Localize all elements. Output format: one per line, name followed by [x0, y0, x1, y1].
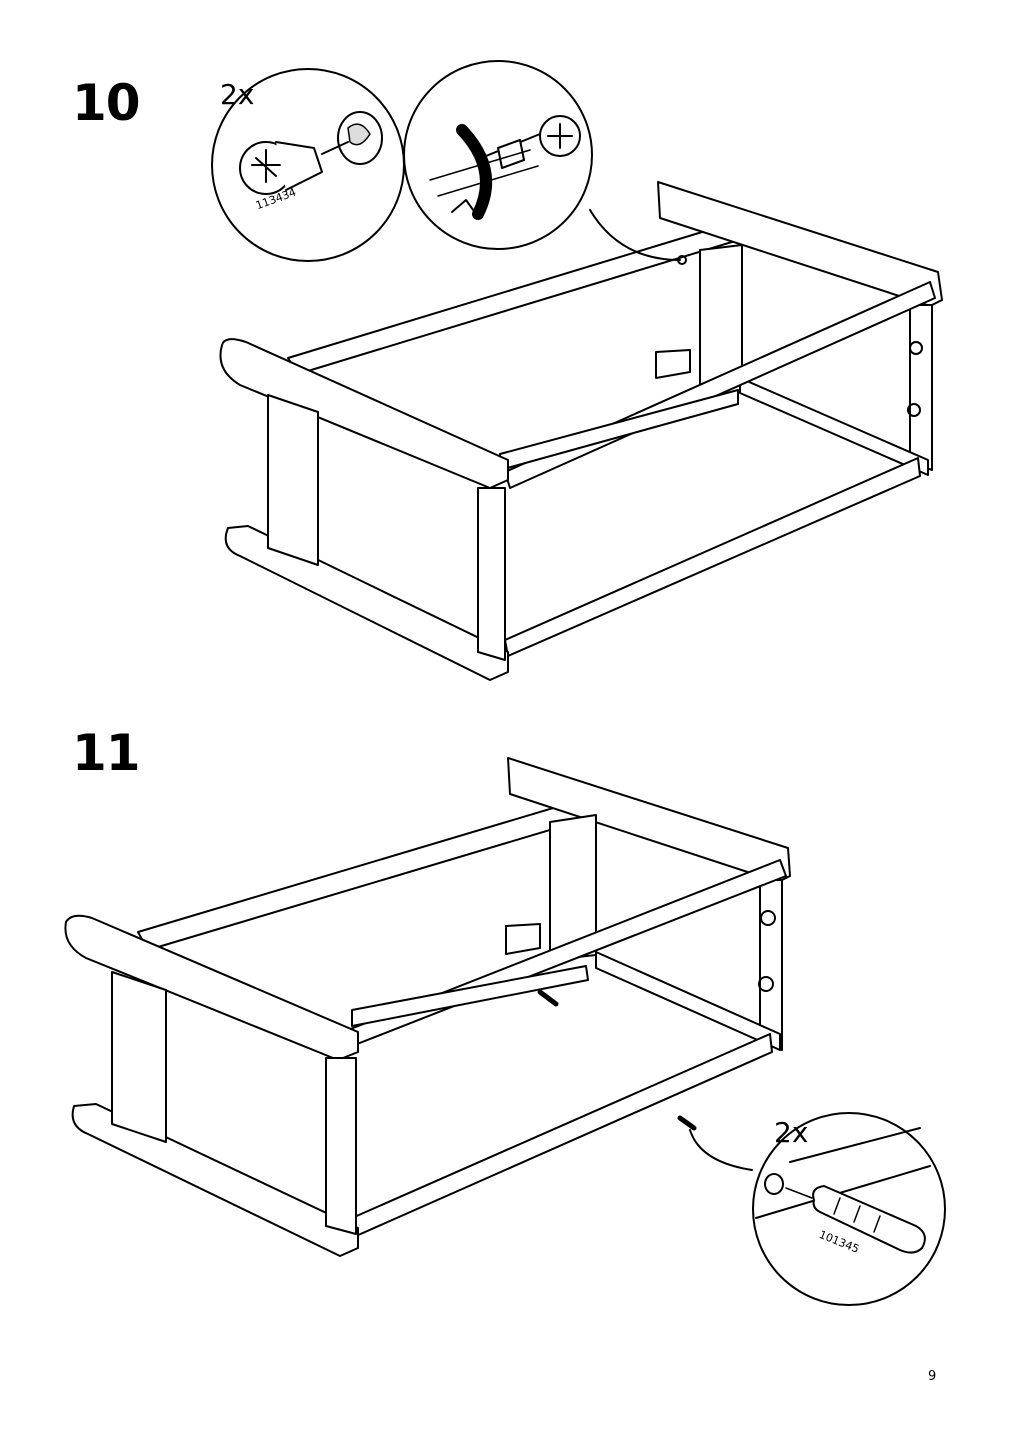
- step-11-number: 11: [72, 724, 141, 782]
- step-10-screwdriver-detail: [403, 60, 681, 261]
- step-10-quantity-label: 2x: [220, 78, 255, 111]
- step-11-quantity-label: 2x: [774, 1116, 809, 1149]
- step-10-cam-lock-detail: [211, 68, 405, 262]
- step-10-frame-illustration: [219, 181, 943, 681]
- page-number: 9: [928, 1369, 937, 1384]
- step-10-number: 10: [72, 74, 141, 132]
- step-11-dowel-detail: [689, 1112, 946, 1306]
- step-11-frame-illustration: [64, 757, 791, 1257]
